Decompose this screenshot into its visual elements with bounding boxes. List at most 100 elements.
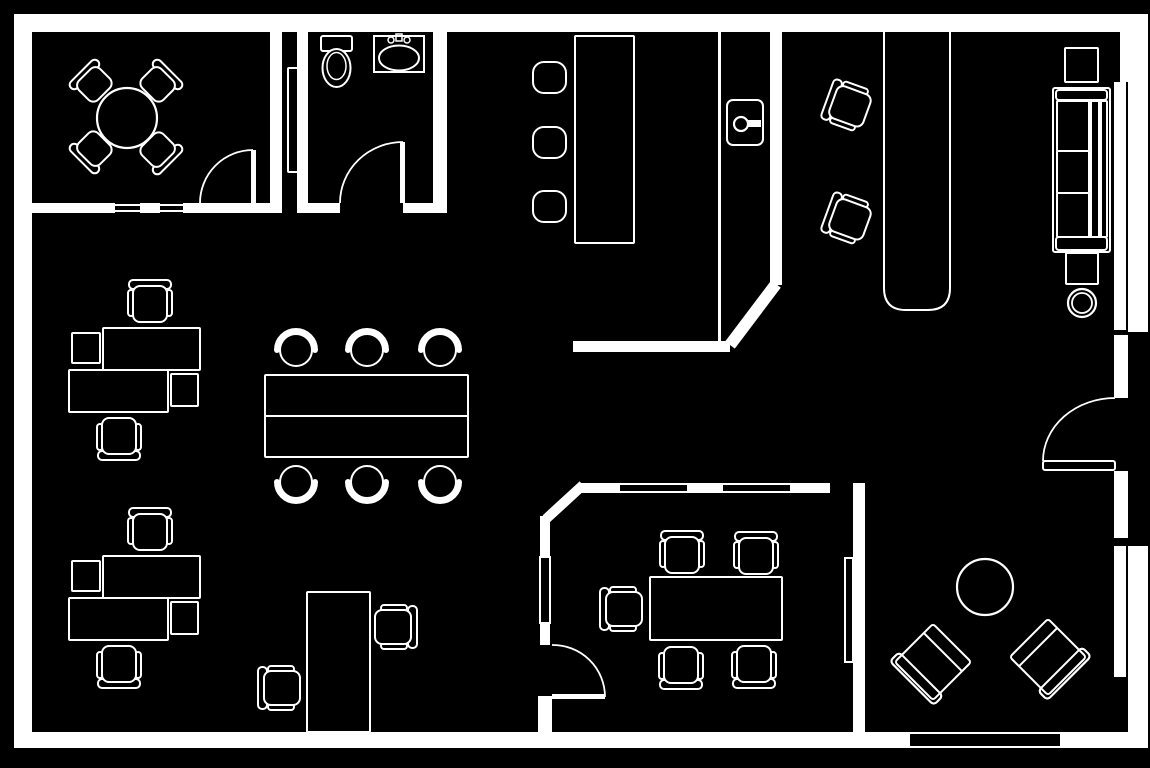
workstation1-cabinet-right <box>170 373 199 407</box>
meeting-door-arc <box>551 644 606 698</box>
sink <box>373 33 425 73</box>
conference-chair-b3 <box>418 465 462 504</box>
frame-wall-bottom <box>14 732 1148 748</box>
meeting-west-corner <box>538 696 552 732</box>
restroom-door-leaf <box>400 142 405 203</box>
breakroom-table <box>95 86 159 150</box>
restroom-door-arc <box>339 141 404 204</box>
meeting-wall-diagonal <box>542 481 587 523</box>
lounge-round-table <box>955 557 1015 617</box>
guest-chair-1 <box>532 61 567 94</box>
breakroom-chair-nw <box>68 58 113 103</box>
right-wall-window-lower <box>1114 546 1126 677</box>
breakroom-door-leaf <box>251 150 256 203</box>
single-desk-chair-right <box>374 604 418 650</box>
right-wall-window-upper <box>1114 82 1126 330</box>
wall-cabinet-handle <box>748 120 761 127</box>
meeting-chair-b1 <box>658 646 704 690</box>
breakroom-south-wall-w <box>32 203 115 213</box>
conference-chair-t2 <box>345 328 389 367</box>
breakroom-east-wall <box>270 32 282 213</box>
workstation2-cabinet-right <box>170 601 199 635</box>
frame-wall-top <box>14 14 1148 32</box>
meeting-east-window <box>844 557 854 663</box>
restroom-south-wall-e <box>403 203 447 213</box>
workstation2-chair-top <box>127 507 173 551</box>
breakroom-chair-ne <box>139 58 184 103</box>
restroom-west-wall <box>297 32 308 213</box>
corridor-wall-diagonal <box>725 280 781 349</box>
workstation1-desk-bottom <box>68 369 169 413</box>
toilet <box>320 35 353 88</box>
corridor-wall-north <box>770 32 782 285</box>
breakroom-window-line-1 <box>115 204 183 206</box>
lounge-armchair-left <box>890 624 971 705</box>
restroom-east-wall <box>433 32 447 213</box>
meeting-top-wall-c <box>790 483 830 493</box>
frame-wall-right-lower <box>1128 546 1148 744</box>
meeting-chair-left <box>599 586 643 632</box>
waiting-chair-2 <box>820 191 872 245</box>
breakroom-window-line-2 <box>115 210 183 212</box>
conference-chair-t1 <box>274 328 318 367</box>
breakroom-door-arc <box>199 149 254 204</box>
lounge-armchair-right <box>1010 619 1091 700</box>
right-wall-seg-below-door <box>1114 471 1128 538</box>
frame-wall-left <box>14 14 32 744</box>
meeting-top-wall-a <box>578 483 620 493</box>
meeting-west-wall-a <box>540 516 550 557</box>
frame-wall-right-upper <box>1128 14 1148 332</box>
meeting-west-window <box>539 556 551 624</box>
restroom-niche-panel <box>287 67 299 173</box>
meeting-window1-line1 <box>620 483 687 485</box>
conference-chair-t3 <box>418 328 462 367</box>
waiting-counter <box>883 32 951 311</box>
breakroom-south-wall-e <box>183 203 270 213</box>
breakroom-window-mullion <box>140 203 160 213</box>
workstation2-chair-bottom <box>96 645 142 689</box>
meeting-window1-line2 <box>620 491 687 493</box>
side-table-bottom <box>1065 252 1099 285</box>
reception-desk <box>574 35 635 244</box>
guest-chair-2 <box>532 126 567 159</box>
breakroom-chair-se <box>139 131 184 176</box>
workstation2-cabinet-left <box>71 560 101 592</box>
workstation1-chair-bottom <box>96 417 142 461</box>
meeting-top-wall-b <box>687 483 723 493</box>
entry-door-arc <box>1042 397 1116 462</box>
meeting-chair-b2 <box>731 645 777 689</box>
restroom-south-wall-w <box>297 203 340 213</box>
round-bin <box>1066 287 1098 319</box>
meeting-chair-t1 <box>659 530 705 574</box>
meeting-east-wall <box>853 483 865 732</box>
conference-chair-b1 <box>274 465 318 504</box>
conference-table-upper <box>264 374 469 417</box>
meeting-table <box>649 576 783 641</box>
entry-door-leaf <box>1042 460 1116 471</box>
workstation1-cabinet-left <box>71 332 101 364</box>
workstation2-desk-bottom <box>68 597 169 641</box>
wall-cabinet-knob <box>732 115 750 133</box>
right-wall-corner-stub <box>1120 14 1128 82</box>
meeting-window2-line1 <box>723 483 790 485</box>
conference-chair-b2 <box>345 465 389 504</box>
workstation2-desk-top <box>102 555 201 599</box>
meeting-window2-line2 <box>723 491 790 493</box>
conference-table-lower <box>264 415 469 458</box>
waiting-chair-1 <box>820 78 872 132</box>
reception-divider-line <box>718 32 721 342</box>
corridor-wall-south <box>573 341 730 352</box>
meeting-chair-t2 <box>733 531 779 575</box>
meeting-door-leaf <box>552 694 605 699</box>
meeting-west-wall-b <box>540 623 550 645</box>
single-desk-chair-left <box>257 665 301 711</box>
bottom-wall-window <box>910 734 1060 746</box>
guest-chair-3 <box>532 190 567 223</box>
workstation1-desk-top <box>102 327 201 371</box>
sofa <box>1052 87 1111 253</box>
side-table-top <box>1064 47 1099 83</box>
workstation1-chair-top <box>127 279 173 323</box>
breakroom-chair-sw <box>68 130 113 175</box>
